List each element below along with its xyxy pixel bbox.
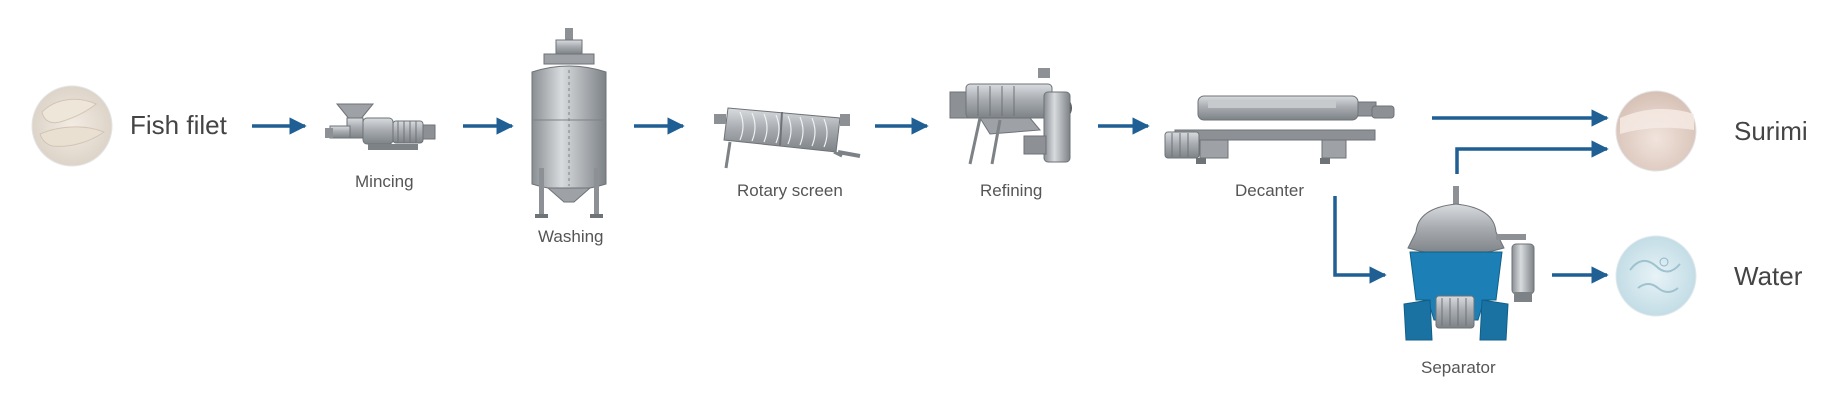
- water-image: [1615, 235, 1697, 317]
- decanter-centrifuge-icon: [1164, 95, 1395, 164]
- separator-centrifuge-icon: [1403, 186, 1535, 341]
- refining-label: Refining: [980, 181, 1043, 200]
- decanter-label: Decanter: [1235, 181, 1304, 200]
- separator-label: Separator: [1421, 358, 1496, 377]
- refiner-icon: [949, 68, 1072, 165]
- fish-filet-image: [31, 85, 113, 167]
- fish-filet-label: Fish filet: [130, 110, 227, 140]
- flow-arrows: [252, 109, 1609, 284]
- surimi-image: [1615, 90, 1697, 172]
- mincing-label: Mincing: [355, 172, 414, 191]
- arrow-decanter-to-separator: [1333, 196, 1387, 284]
- arrow-separator-to-surimi: [1455, 140, 1609, 174]
- surimi-label: Surimi: [1734, 116, 1808, 146]
- water-label: Water: [1734, 261, 1803, 291]
- rotary-screen-icon: [714, 107, 861, 169]
- washing-tank-icon: [531, 28, 607, 218]
- washing-label: Washing: [538, 227, 604, 246]
- mincer-icon: [325, 103, 436, 150]
- rotary-screen-label: Rotary screen: [737, 181, 843, 200]
